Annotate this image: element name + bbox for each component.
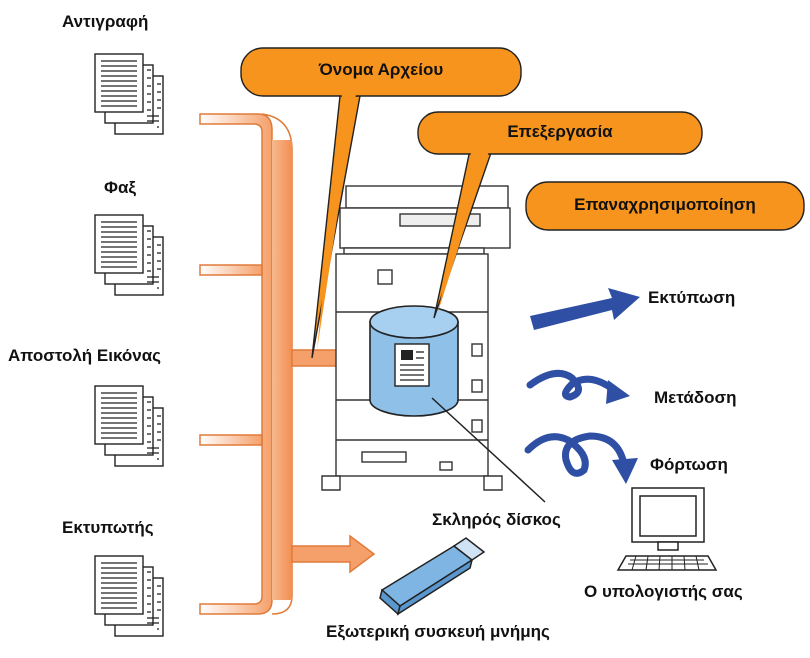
hard-disk-leader-line: [431, 397, 546, 503]
transmit-arrow-icon: [526, 369, 618, 401]
device-label-computer: Ο υπολογιστής σας: [584, 582, 743, 601]
callout-file-name-text: Όνομα Αρχείου: [318, 60, 444, 79]
fax-doc-stack-icon: [94, 214, 164, 296]
printer-doc-stack-icon: [94, 555, 164, 637]
source-label-image-send: Αποστολή Εικόνας: [8, 346, 161, 365]
download-arrowhead-icon: [612, 458, 638, 484]
transmit-arrowhead-icon: [606, 380, 630, 404]
image-send-doc-stack-icon: [94, 385, 164, 467]
hard-disk-icon: [369, 305, 459, 417]
callout-processing: [417, 111, 703, 319]
callout-reuse-text: Επαναχρησιμοποίηση: [574, 195, 756, 214]
output-label-transmit: Μετάδοση: [654, 388, 737, 407]
print-arrow-icon: [530, 288, 640, 330]
callout-reuse: [525, 181, 805, 231]
output-label-print: Εκτύπωση: [648, 288, 736, 307]
usb-memory-icon: [379, 537, 486, 616]
device-label-external-memory: Εξωτερική συσκευή μνήμης: [326, 622, 550, 641]
device-label-hard-disk: Σκληρός δίσκος: [432, 510, 561, 529]
source-label-copy: Αντιγραφή: [62, 12, 149, 31]
source-label-printer: Εκτυπωτής: [62, 518, 154, 537]
callout-file-name: [240, 47, 522, 359]
download-arrow-icon: [524, 432, 628, 477]
copy-doc-stack-icon: [94, 53, 164, 135]
computer-icon: [616, 487, 718, 571]
output-label-download: Φόρτωση: [650, 455, 728, 474]
callout-processing-text: Επεξεργασία: [507, 122, 613, 141]
source-label-fax: Φαξ: [104, 178, 136, 197]
